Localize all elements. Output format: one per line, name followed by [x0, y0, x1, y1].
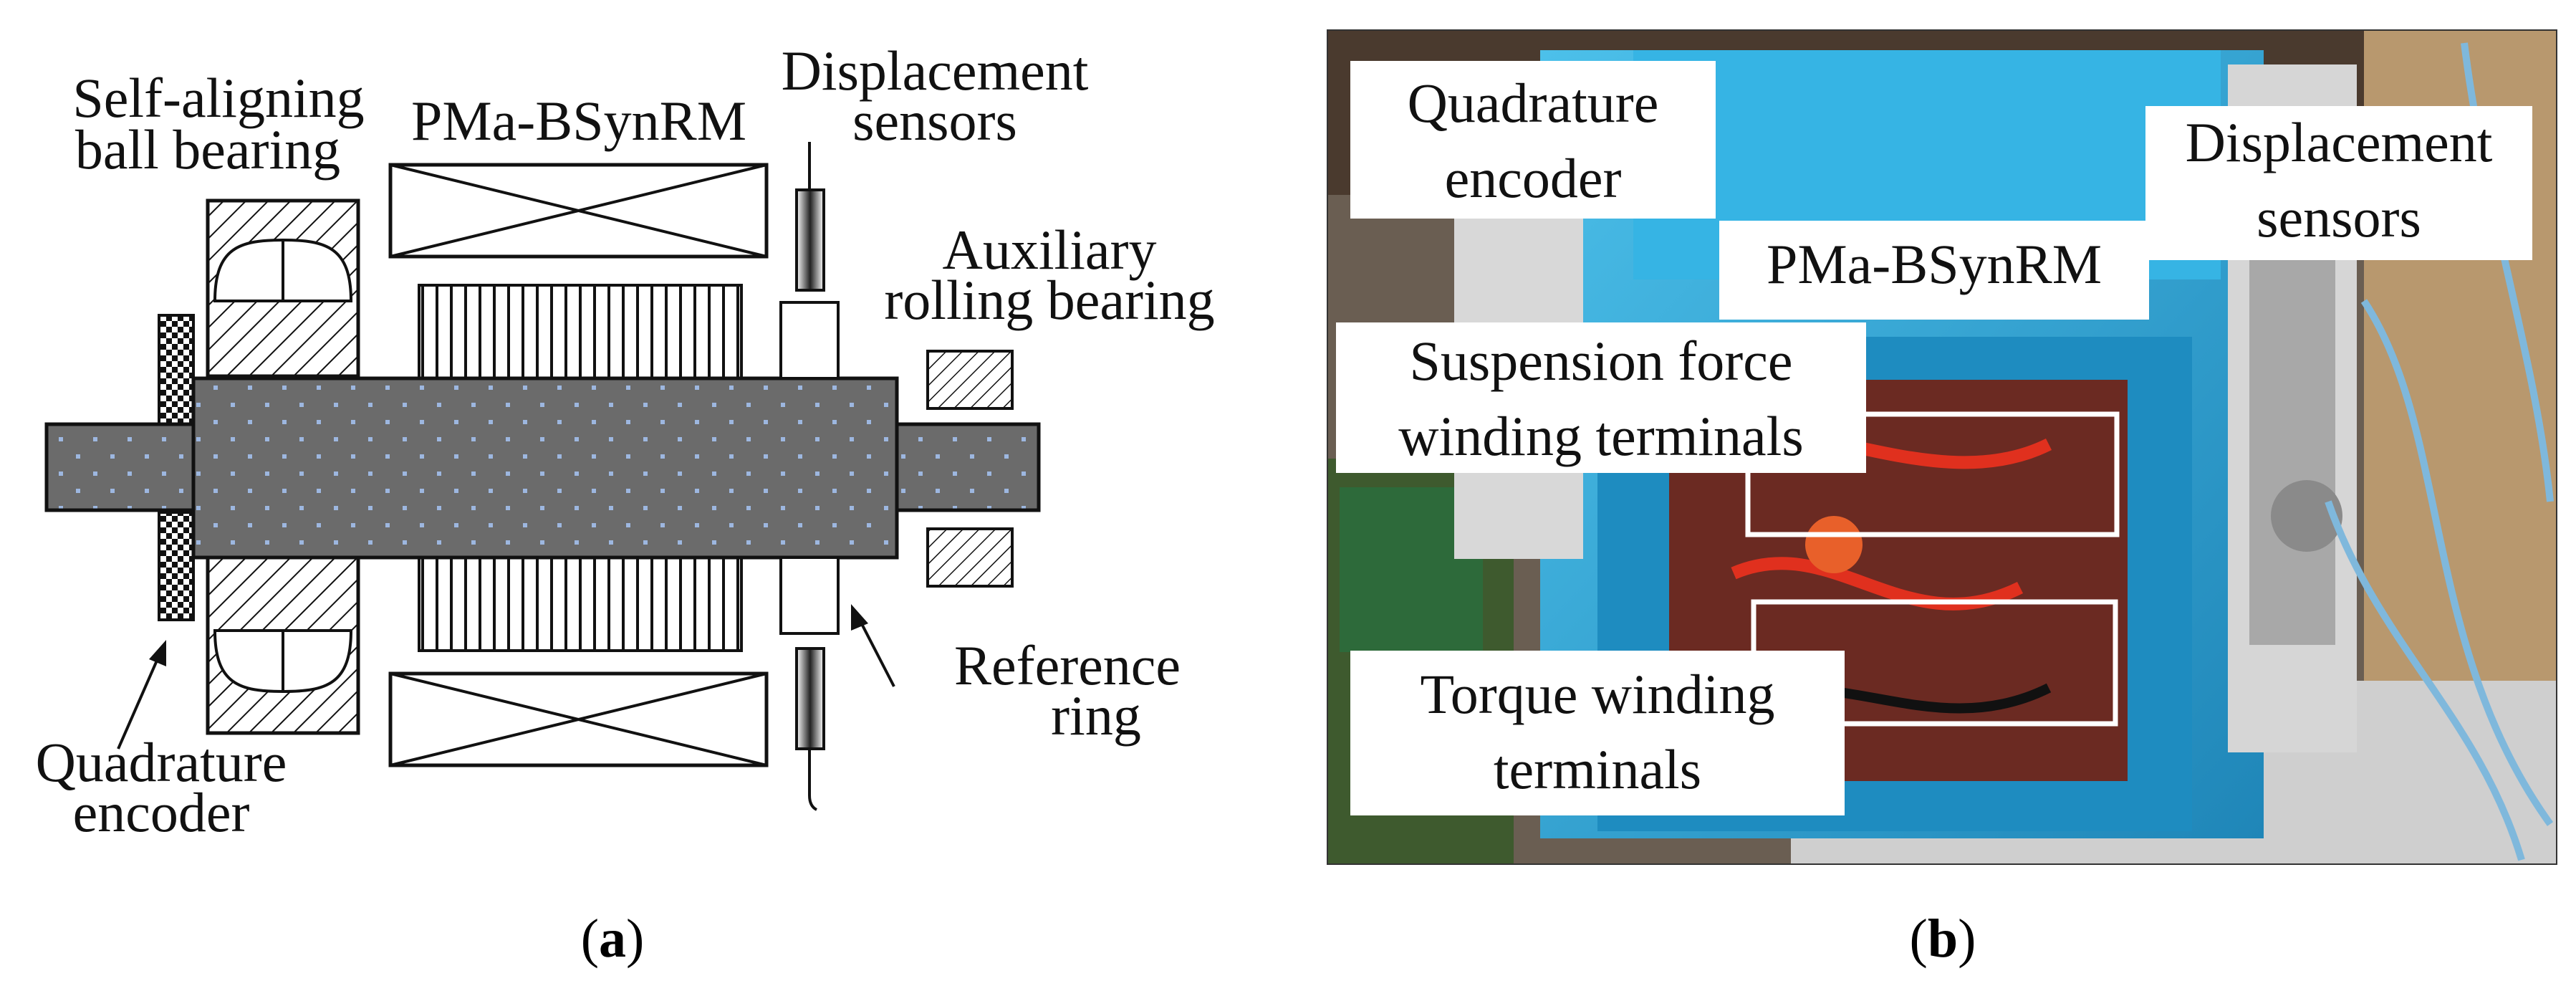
photo-label-encoder-box: [1350, 61, 1716, 219]
label-motor: PMa-BSynRM: [411, 90, 746, 152]
caption-a-close: ): [626, 909, 644, 969]
photo-label-sensors-line1: Displacement: [2186, 111, 2493, 173]
photo-label-suspension-line2: winding terminals: [1398, 405, 1803, 467]
rotor-laminations-top: [418, 284, 743, 380]
label-sensors-line1: Displacement: [782, 39, 1089, 102]
displacement-sensor-top: [795, 142, 825, 292]
label-ref-line2: ring: [1051, 684, 1141, 747]
stator-coil-bottom: [388, 671, 769, 767]
caption-b: (b): [1910, 909, 1976, 969]
photo-label-motor: PMa-BSynRM: [1767, 233, 2102, 295]
aux-bearing-bottom: [926, 527, 1014, 588]
self-aligning-bearing: [206, 198, 360, 735]
caption-a-open: (: [581, 909, 599, 969]
label-encoder-line2: encoder: [73, 781, 250, 843]
caption-b-close: ): [1958, 909, 1976, 969]
label-aux-line1: Auxiliary: [943, 219, 1157, 281]
label-bearing-line1: Self-aligning: [72, 67, 364, 129]
reference-ring-bottom: [779, 556, 840, 635]
label-sensors-line2: sensors: [852, 90, 1017, 152]
reference-ring-top: [779, 301, 840, 380]
photo-label-torque-box: [1350, 651, 1845, 815]
photo-label-suspension-box: [1336, 322, 1866, 473]
shaft: [44, 376, 1041, 560]
displacement-sensor-bottom: [795, 647, 825, 811]
reference-ring-arrow: [851, 604, 895, 687]
aux-bearing-top: [926, 350, 1014, 410]
photo-label-torque-line1: Torque winding: [1421, 663, 1775, 725]
label-encoder-line1: Quadrature: [36, 731, 287, 793]
caption-a-letter: a: [599, 909, 626, 969]
caption-b-letter: b: [1928, 909, 1958, 969]
photo-label-sensors-box: [2145, 106, 2532, 260]
caption-a: (a): [581, 909, 645, 969]
suspension-terminals-box: [1745, 411, 2120, 537]
photo-label-sensors-line2: sensors: [2257, 186, 2421, 249]
photo-label-torque-line2: terminals: [1494, 738, 1701, 800]
label-bearing-line2: ball bearing: [75, 118, 340, 181]
photo-label-encoder-line1: Quadrature: [1408, 72, 1659, 134]
schematic-a: Self-aligning ball bearing PMa-BSynRM Di…: [36, 39, 1215, 969]
label-ref-line1: Reference: [954, 634, 1181, 697]
photo-b: Quadrature encoder PMa-BSynRM Displaceme…: [1327, 29, 2557, 969]
photo-label-motor-box: [1719, 221, 2149, 320]
rotor-laminations-bottom: [418, 556, 743, 652]
photo-label-suspension-line1: Suspension force: [1409, 330, 1792, 392]
photo-label-encoder-line2: encoder: [1445, 147, 1622, 209]
encoder-arrow: [117, 640, 166, 750]
stator-coil-top: [388, 163, 769, 259]
caption-b-open: (: [1910, 909, 1928, 969]
label-aux-line2: rolling bearing: [884, 269, 1214, 331]
